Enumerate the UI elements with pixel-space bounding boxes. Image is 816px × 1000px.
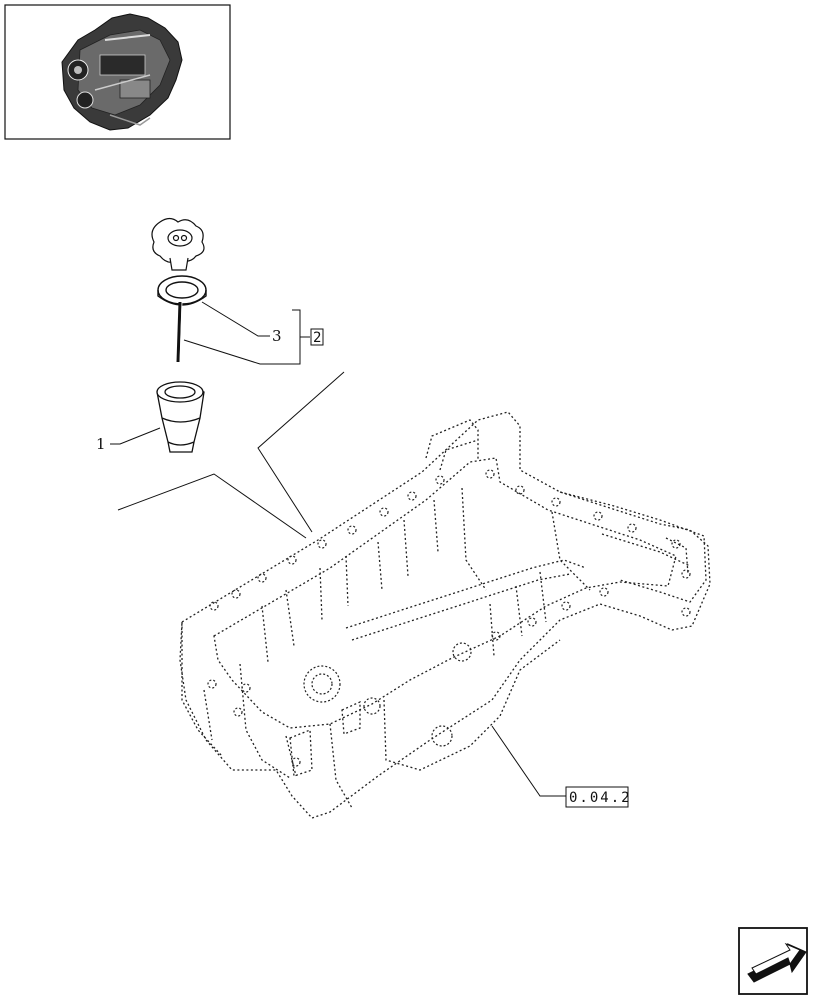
seal-ring — [157, 275, 207, 306]
engine-thumbnail-icon — [61, 13, 183, 131]
svg-text:0.04.2: 0.04.2 — [569, 790, 632, 806]
reference-link-box[interactable]: 0.04.2 — [565, 786, 632, 808]
dipstick-rod — [176, 301, 183, 363]
oil-pan-holes — [207, 469, 691, 767]
next-page-arrow-icon — [747, 942, 807, 983]
oil-pan-outline — [179, 411, 711, 819]
guide-tube — [156, 381, 205, 453]
next-page-button[interactable] — [738, 927, 808, 995]
leader-lines — [110, 301, 566, 797]
callout-item-1: 1 — [96, 435, 106, 453]
dipstick-cap — [151, 217, 205, 271]
svg-text:2: 2 — [313, 330, 321, 346]
engine-thumbnail[interactable] — [4, 4, 231, 140]
callout-item-3: 3 — [272, 327, 282, 345]
callout-group-2[interactable]: 2 — [310, 328, 324, 346]
